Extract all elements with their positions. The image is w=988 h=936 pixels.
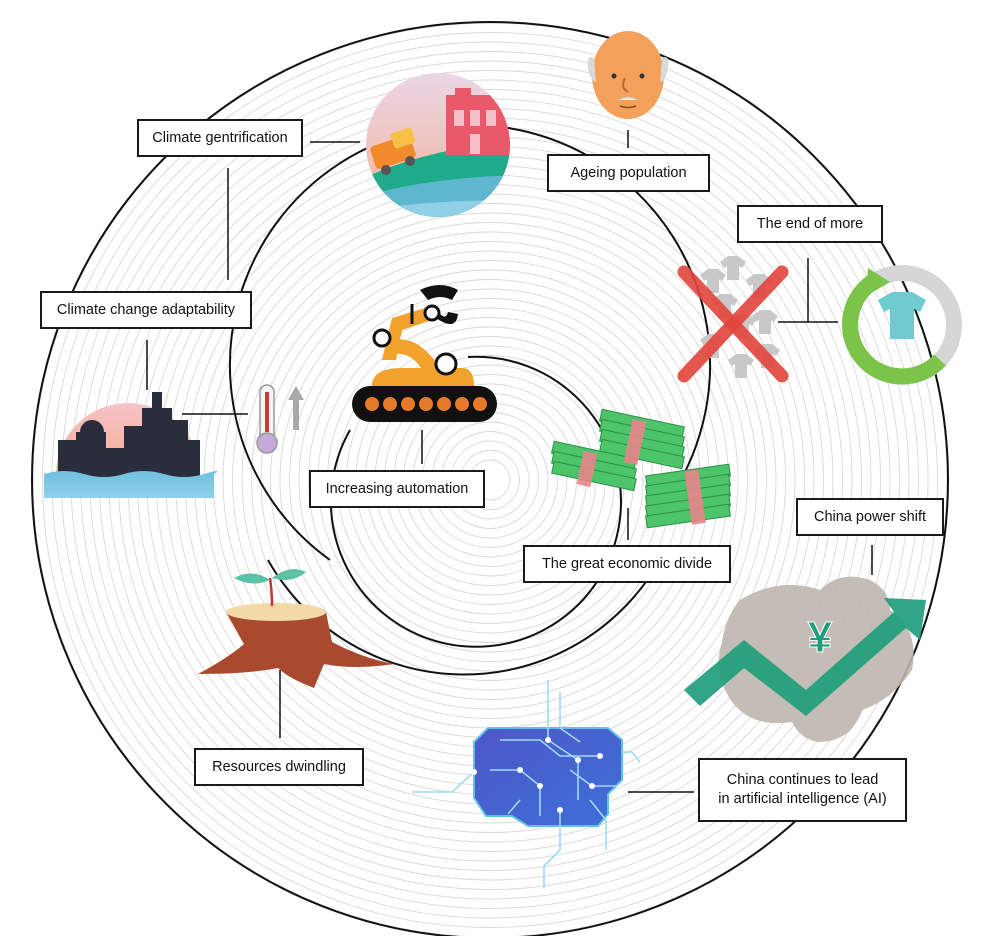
yuan-icon: ¥ [808, 613, 833, 662]
flooded-house-icon [366, 73, 510, 217]
connector-lines [146, 130, 873, 793]
flooded-city-icon [44, 392, 218, 498]
outer-ring [31, 21, 949, 936]
label-china-power-shift: China power shift [796, 498, 944, 536]
thin-ring [146, 136, 834, 824]
inner-ring [330, 355, 622, 648]
elderly-face-icon [587, 31, 669, 119]
money-stack-icon [551, 408, 731, 529]
label-climate-change-adaptability: Climate change adaptability [40, 291, 252, 329]
robot-arm-icon [352, 285, 497, 422]
label-increasing-automation: Increasing automation [309, 470, 485, 508]
label-ageing-population: Ageing population [547, 154, 710, 192]
label-china-ai-line1: China continues to lead [726, 772, 879, 789]
tree-stump-icon [198, 569, 394, 688]
label-resources-dwindling: Resources dwindling [194, 748, 364, 786]
circuit-brain-icon [412, 680, 641, 888]
thermometer-icon [256, 384, 304, 454]
label-great-economic-divide: The great economic divide [523, 545, 731, 583]
crossed-clothes-icon [677, 256, 789, 383]
china-map-arrow-icon: ¥ [684, 576, 926, 742]
label-end-of-more: The end of more [737, 205, 883, 243]
recycle-tshirt-icon [842, 265, 962, 385]
thin-ring [42, 32, 938, 928]
label-china-ai: China continues to lead in artificial in… [698, 758, 907, 822]
label-climate-gentrification: Climate gentrification [137, 119, 303, 157]
label-china-ai-line2: in artificial intelligence (AI) [718, 791, 887, 807]
